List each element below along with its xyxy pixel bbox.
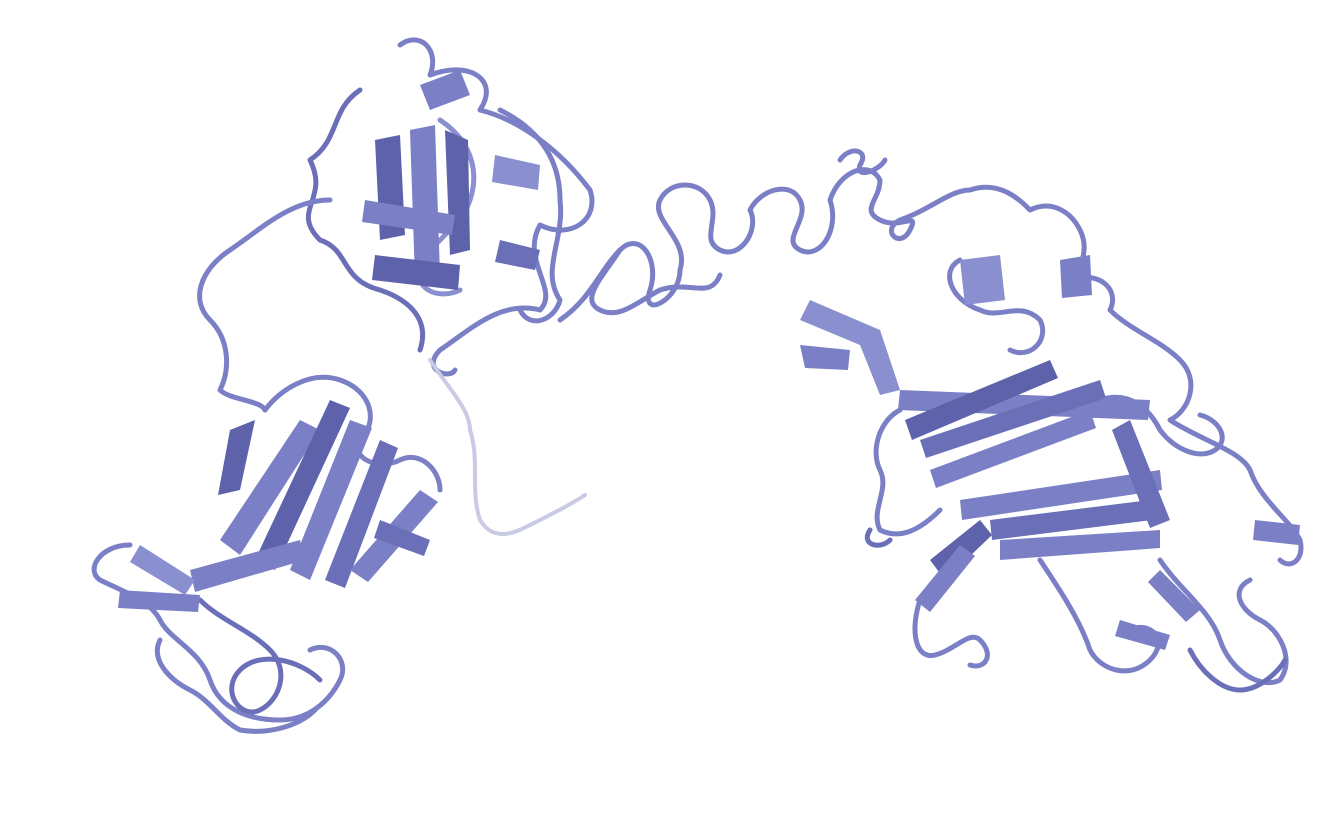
coil-loop <box>947 257 1046 356</box>
coil-loop <box>1037 557 1161 674</box>
domain-top-left <box>197 37 595 413</box>
coil-loop <box>912 597 990 669</box>
coil-loop <box>306 87 426 353</box>
coil-loop <box>197 597 323 715</box>
faded-tail <box>428 358 587 537</box>
coil-loop <box>91 542 346 723</box>
linker-region <box>557 148 1087 323</box>
beta-strand <box>362 70 540 290</box>
domain-bottom-left <box>91 374 443 734</box>
domain-right <box>800 255 1304 693</box>
coil-linker <box>897 184 1087 283</box>
coil-loop <box>154 637 318 734</box>
coil-linker <box>837 148 888 176</box>
coil-loop <box>397 37 595 377</box>
coil-loop <box>865 527 893 548</box>
coil-loop <box>497 107 564 324</box>
beta-strand <box>800 255 1300 650</box>
coil-loop <box>197 197 333 413</box>
coil-loop <box>1157 557 1289 686</box>
coil-linker <box>589 247 723 316</box>
beta-strand <box>118 400 438 612</box>
coil-linker <box>557 167 916 323</box>
coil-loop <box>1187 647 1288 693</box>
coil-loop <box>873 407 943 537</box>
